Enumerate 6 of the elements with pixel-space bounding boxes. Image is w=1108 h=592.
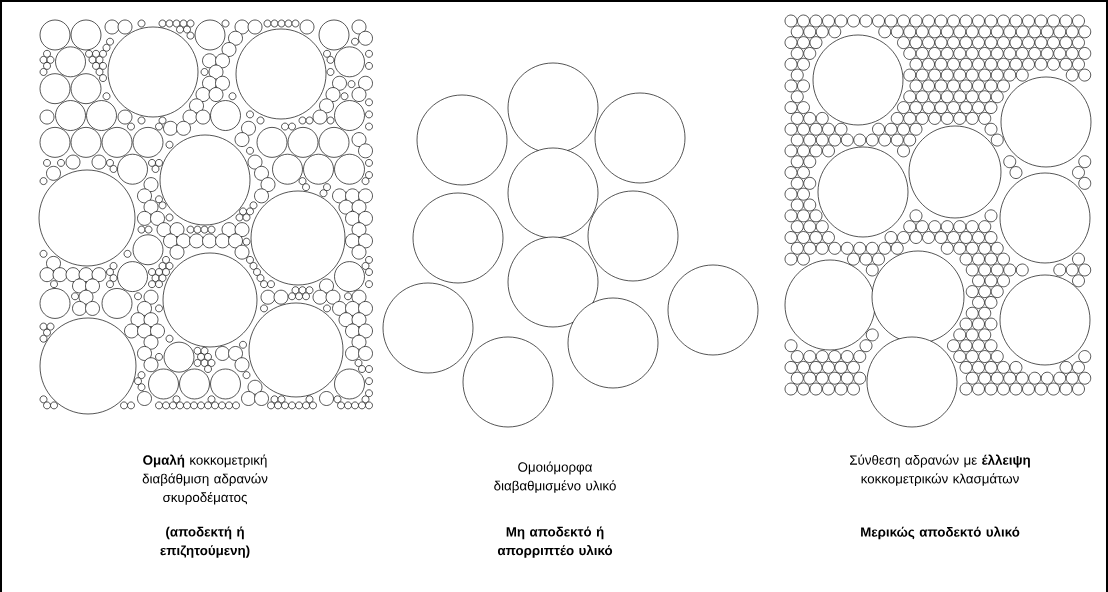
rating-text: Μερικώς αποδεκτό υλικό [861,526,1020,540]
caption-text: Σύνθεση αδρανών με έλλειψη κοκκομετρικών κλασμάτων [850,454,1030,487]
rating-text: (αποδεκτή ή επιζητούμενη) [160,526,250,558]
caption-text: Ομοιόμορφα διαβαθμισμένο υλικό [494,461,616,494]
rating-text: Μη αποδεκτό ή απορριπτέο υλικό [497,526,613,558]
caption-text: Ομαλή κοκκομετρική διαβάθμιση αδρανών σκυροδέματος [142,454,268,505]
